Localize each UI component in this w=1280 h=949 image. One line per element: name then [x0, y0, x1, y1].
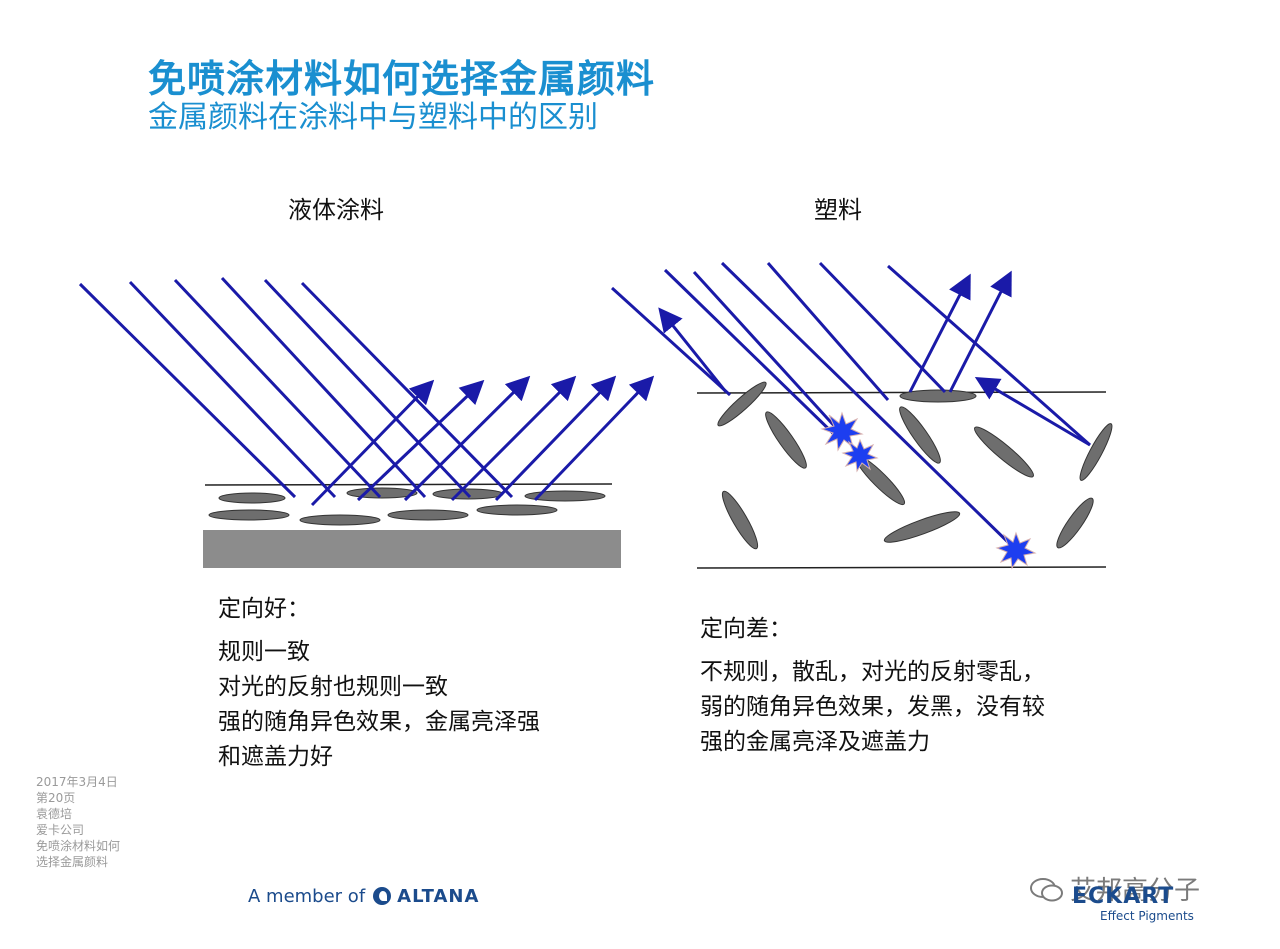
plastic-reflected-ray — [908, 273, 971, 393]
altana-logo-icon — [373, 887, 392, 905]
wechat-watermark: 艾邦高分子 — [1030, 870, 1200, 907]
coating-flake — [387, 509, 469, 521]
plastic-flake — [883, 511, 961, 543]
scatter-burst-icon — [841, 438, 879, 473]
coating-incident-ray — [128, 280, 337, 499]
plastic-flake — [1056, 497, 1094, 549]
coating-flake — [524, 490, 606, 502]
plastic-flake — [765, 411, 807, 469]
plastic-incident-ray — [887, 264, 1091, 447]
slide-title: 免喷涂材料如何选择金属颜料 — [148, 57, 656, 101]
coating-reflected-ray — [494, 375, 617, 502]
member-prefix: A member of — [248, 886, 366, 907]
plastic-reflected-ray — [948, 270, 1012, 393]
coating-flake — [476, 504, 558, 516]
plastic-incident-ray — [663, 268, 842, 442]
plastic-flake — [899, 406, 941, 464]
eckart-logo: ECKART Effect Pigments — [1072, 884, 1242, 923]
coating-flake — [299, 514, 381, 526]
plastic-rays — [610, 261, 1091, 550]
slide-company: 爱卡公司 — [36, 823, 85, 837]
coating-rays — [78, 276, 655, 507]
coating-reflected-ray — [403, 375, 531, 502]
plastic-flakes — [717, 381, 1113, 550]
plastic-bottom-surface-line — [696, 566, 1107, 569]
plastic-reflected-ray — [658, 307, 728, 393]
altana-brand: ALTANA — [397, 886, 480, 907]
coating-reflected-ray — [356, 379, 485, 502]
coating-description-line: 和遮盖力好 — [218, 744, 333, 770]
scatter-burst-icon — [820, 411, 864, 452]
plastic-description: 定向差： 不规则，散乱，对光的反射零乱， 弱的随角异色效果，发黑，没有较 强的金… — [700, 612, 1045, 760]
plastic-top-surface-line — [696, 391, 1107, 394]
slide-subtitle: 金属颜料在涂料中与塑料中的区别 — [148, 100, 598, 135]
coating-incident-ray — [300, 281, 514, 499]
coating-reflected-ray — [310, 379, 435, 507]
eckart-tagline: Effect Pigments — [1100, 909, 1194, 923]
coating-surface-line — [204, 483, 613, 486]
plastic-reflected-ray — [974, 376, 1091, 447]
plastic-incident-ray — [692, 270, 860, 454]
plastic-incident-ray — [720, 261, 1016, 550]
coating-substrate — [203, 530, 621, 568]
slide-topic-line: 免喷涂材料如何 — [36, 839, 121, 853]
slide-page-number: 第20页 — [36, 791, 76, 805]
scatter-bursts — [820, 411, 1037, 570]
plastic-description-line: 不规则，散乱，对光的反射零乱， — [700, 659, 1045, 685]
plastic-diagram — [610, 261, 1113, 570]
plastic-flake — [1079, 423, 1113, 481]
plastic-incident-ray — [766, 262, 890, 401]
eckart-brand: ECKART — [1072, 884, 1175, 909]
slide-meta: 2017年3月4日 第20页 袁德培 爱卡公司 免喷涂材料如何 选择金属颜料 — [36, 774, 120, 870]
plastic-incident-ray — [610, 286, 732, 397]
coating-diagram — [78, 276, 655, 568]
plastic-description-line: 弱的随角异色效果，发黑，没有较 — [700, 694, 1045, 720]
coating-description-line: 强的随角异色效果，金属亮泽强 — [218, 709, 540, 735]
plastic-description-line: 强的金属亮泽及遮盖力 — [700, 729, 930, 755]
plastic-flake — [974, 426, 1034, 478]
coating-description-heading: 定向好： — [218, 596, 310, 622]
coating-flake — [208, 509, 290, 521]
coating-description-line: 对光的反射也规则一致 — [218, 674, 448, 700]
slide-author: 袁德培 — [36, 807, 73, 821]
coating-reflected-ray — [450, 375, 577, 502]
plastic-panel-label: 塑料 — [814, 196, 862, 224]
coating-incident-ray — [78, 282, 297, 499]
coating-incident-ray — [263, 278, 472, 499]
coating-flakes — [208, 487, 606, 526]
plastic-flake — [717, 381, 767, 427]
coating-incident-ray — [173, 278, 382, 499]
coating-reflected-ray — [533, 375, 655, 502]
slide-date: 2017年3月4日 — [36, 775, 118, 789]
coating-incident-ray — [220, 276, 427, 499]
coating-flake — [218, 492, 286, 504]
wechat-account-name: 艾邦高分子 — [1070, 876, 1201, 906]
plastic-description-heading: 定向差： — [700, 616, 792, 642]
coating-panel-label: 液体涂料 — [288, 196, 384, 224]
scatter-burst-icon — [995, 531, 1037, 570]
coating-description: 定向好： 规则一致 对光的反射也规则一致 强的随角异色效果，金属亮泽强 和遮盖力… — [218, 592, 540, 775]
altana-membership: A member of ALTANA — [248, 886, 479, 907]
plastic-incident-ray — [818, 261, 947, 394]
coating-description-line: 规则一致 — [218, 639, 310, 665]
plastic-flake — [721, 490, 759, 550]
slide-topic-line: 选择金属颜料 — [36, 855, 109, 869]
wechat-icon — [1030, 878, 1063, 902]
